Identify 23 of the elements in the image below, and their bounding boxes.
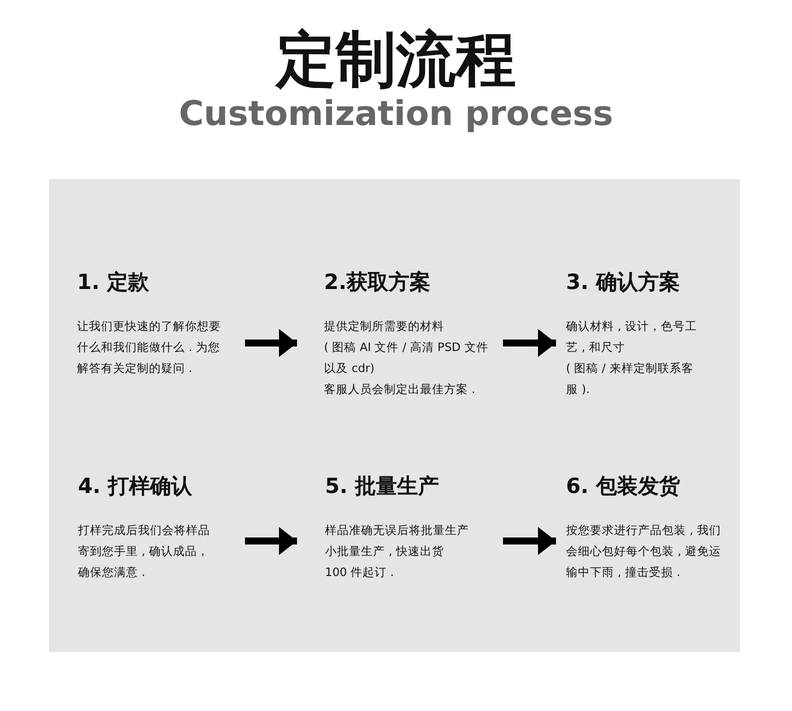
arrow <box>503 329 556 357</box>
step-heading: 1. 定款 <box>77 269 150 296</box>
step-description: 确认材料 , 设计，色号工艺 , 和尺寸 <box>566 318 698 356</box>
step-description: ( 图稿 / 来样定制联系客服 ). <box>566 360 694 398</box>
step-heading: 5. 批量生产 <box>325 473 440 500</box>
arrow <box>245 329 297 357</box>
step-description: 按您要求进行产品包装 , 我们会细心包好每个包装 , 避免运输中下雨 , 撞击受损 . <box>566 522 722 581</box>
step-description: 小批量生产 , 快速出货 <box>325 543 445 560</box>
step-heading: 6. 包装发货 <box>566 473 681 500</box>
step-description: 让我们更快速的了解你想要什么和我们能做什么 . 为您解答有关定制的疑问 . <box>77 318 222 377</box>
subtitle: Customization process <box>178 94 614 134</box>
step-heading: 3. 确认方案 <box>566 269 681 296</box>
arrow <box>503 527 556 555</box>
step-heading: 4. 打样确认 <box>78 473 194 500</box>
step-description: ( 图稿 AI 文件 / 高清 PSD 文件以及 cdr) <box>324 339 490 377</box>
step-description: 样品准确无误后将批量生产 <box>325 522 470 539</box>
step-description: 100 件起订 . <box>325 564 395 581</box>
step-description: 打样完成后我们会将样品寄到您手里 , 确认成品，确保您满意 . <box>78 522 211 581</box>
title: 定制流程 <box>274 24 517 97</box>
step-description: 提供定制所需要的材料 <box>324 318 445 335</box>
step-description: 客服人员会制定出最佳方案 . <box>324 381 476 398</box>
arrow <box>245 527 297 555</box>
step-heading: 2.获取方案 <box>324 269 432 296</box>
